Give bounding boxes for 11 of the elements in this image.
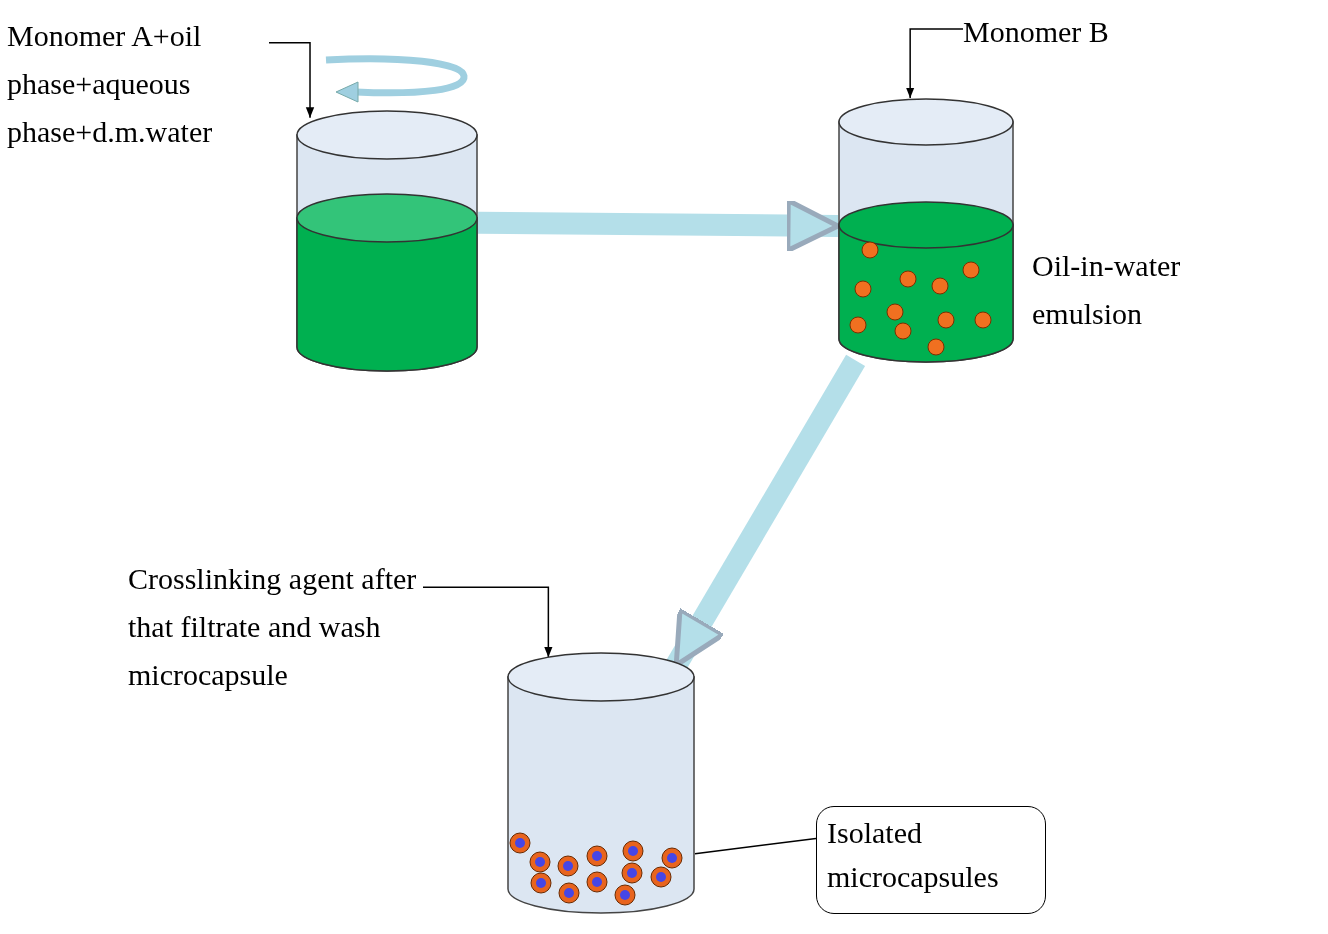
arrow [905,28,964,99]
caption-text: Oil-in-water emulsion [1032,248,1182,332]
callout-text: Isolated microcapsules [827,815,1000,895]
note-text: Monomer B [963,14,1110,50]
label-box [816,806,1046,914]
note-text: Crosslinking agent after that filtrate and wash microcapsule [128,561,418,693]
arrow [268,42,315,119]
block-arrow [477,198,841,254]
arrow [422,586,553,658]
note-text: Monomer A+oil phase+aqueous phase+d.m.water [7,18,214,150]
leader-line [694,837,817,855]
